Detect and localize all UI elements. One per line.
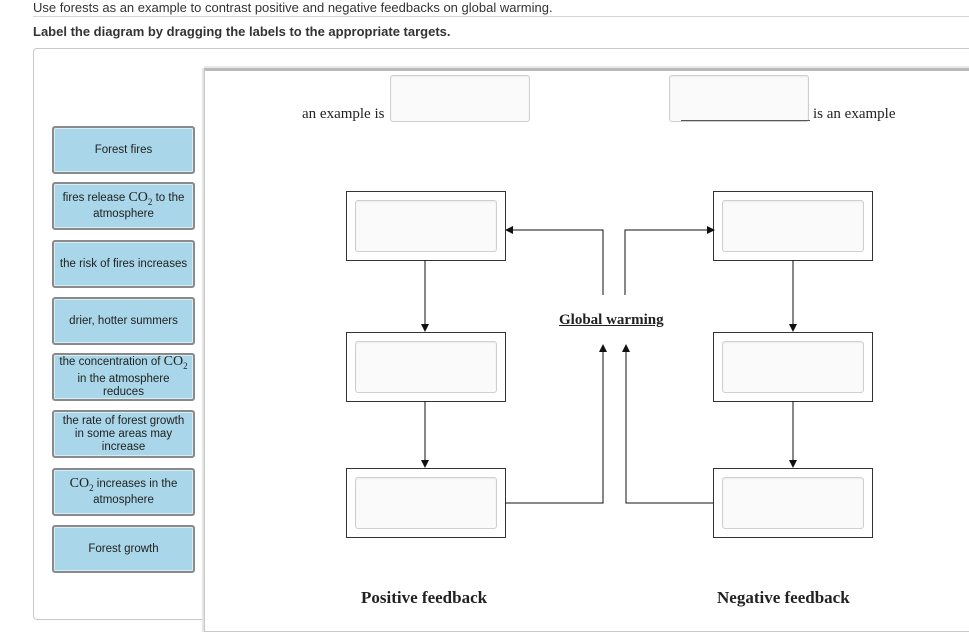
task-instruction: Label the diagram by dragging the labels… — [33, 24, 451, 39]
left-example-text: an example is — [302, 106, 385, 122]
label-forest-fires[interactable]: Forest fires — [52, 126, 195, 174]
label-text: the rate of forest growth in some areas … — [62, 414, 185, 453]
label-forest-growth[interactable]: Forest growth — [52, 525, 195, 573]
positive-box-1 — [346, 191, 506, 261]
negative-box-1 — [713, 191, 873, 261]
label-risk-of-fires[interactable]: the risk of fires increases — [52, 240, 195, 288]
label-text: Forest fires — [94, 143, 153, 156]
drop-target-left-example[interactable] — [390, 75, 530, 122]
drop-target-positive-3[interactable] — [355, 477, 497, 529]
drop-target-right-example[interactable] — [669, 75, 809, 122]
positive-box-2 — [346, 332, 506, 402]
right-example-text: is an example — [813, 106, 896, 122]
drop-target-negative-1[interactable] — [722, 200, 864, 252]
label-text: the concentration of CO2 in the atmosphe… — [59, 354, 188, 398]
positive-feedback-label: Positive feedback — [361, 588, 488, 607]
label-text: CO2 increases in the atmosphere — [69, 475, 178, 507]
positive-box-3 — [346, 468, 506, 538]
drop-target-positive-1[interactable] — [355, 200, 497, 252]
negative-box-3 — [713, 468, 873, 538]
label-text: the risk of fires increases — [59, 257, 188, 270]
label-text: drier, hotter summers — [69, 314, 178, 327]
label-co2-reduces[interactable]: the concentration of CO2 in the atmosphe… — [52, 353, 195, 401]
label-forest-growth-rate[interactable]: the rate of forest growth in some areas … — [52, 410, 195, 458]
drop-target-negative-2[interactable] — [722, 341, 864, 393]
global-warming-label: Global warming — [559, 312, 664, 328]
label-drier-summers[interactable]: drier, hotter summers — [52, 297, 195, 345]
drop-target-positive-2[interactable] — [355, 341, 497, 393]
label-fires-release-co2[interactable]: fires release CO2 to the atmosphere — [52, 182, 195, 230]
label-text: fires release CO2 to the atmosphere — [62, 189, 185, 221]
instruction-text: Use forests as an example to contrast po… — [33, 0, 553, 15]
label-co2-increases[interactable]: CO2 increases in the atmosphere — [52, 468, 195, 516]
drop-target-negative-3[interactable] — [722, 477, 864, 529]
negative-feedback-label: Negative feedback — [717, 588, 850, 607]
label-text: Forest growth — [88, 542, 159, 555]
right-example-underline — [681, 120, 810, 121]
negative-box-2 — [713, 332, 873, 402]
divider — [33, 16, 969, 17]
